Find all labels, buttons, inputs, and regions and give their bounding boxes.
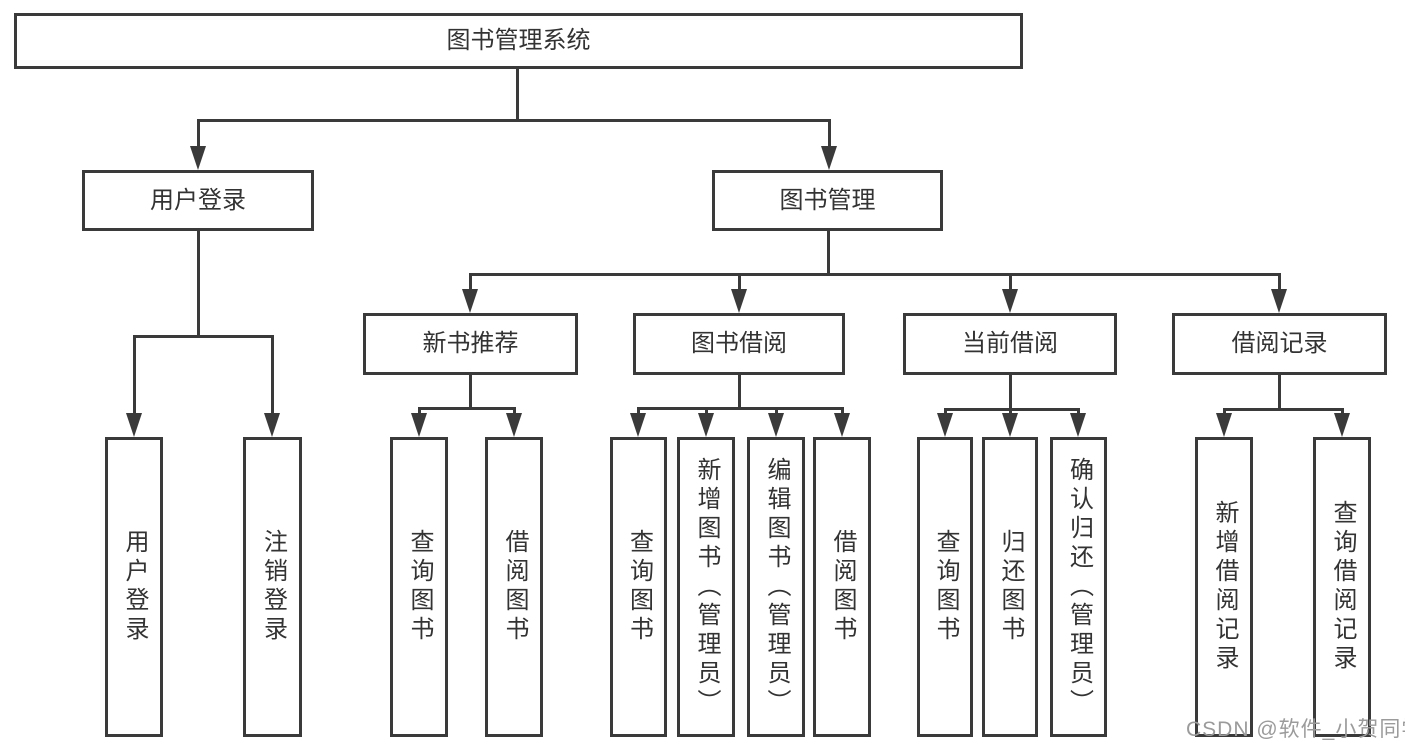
connector-line	[197, 231, 200, 335]
connector-line	[705, 407, 708, 413]
node-root: 图书管理系统	[14, 13, 1023, 69]
connector-line	[1278, 273, 1281, 289]
leaf-user-login-action-label: 用户登录	[121, 529, 148, 645]
connector-line	[944, 408, 947, 413]
connector-line	[637, 407, 640, 413]
connector-line	[827, 231, 830, 273]
leaf-user-login-action: 用户登录	[105, 437, 163, 737]
node-user-login: 用户登录	[82, 170, 314, 231]
connector-line	[1223, 408, 1344, 411]
arrow-down-icon	[506, 413, 522, 437]
arrow-down-icon	[1216, 413, 1232, 437]
connector-line	[271, 335, 274, 413]
node-new-book-recommend: 新书推荐	[363, 313, 578, 375]
leaf-rec-borrow-books: 借阅图书	[485, 437, 543, 737]
connector-line	[418, 407, 516, 410]
leaf-rec-query-books: 查询图书	[390, 437, 448, 737]
connector-line	[1009, 408, 1012, 413]
watermark: CSDN @软件_小贺同学	[1186, 718, 1405, 741]
leaf-borrow-query-books: 查询图书	[610, 437, 667, 737]
leaf-add-books-admin: 新增图书（管理员）	[677, 437, 735, 737]
node-root-label: 图书管理系统	[446, 27, 591, 54]
leaf-return-books-label: 归还图书	[997, 529, 1024, 645]
connector-line	[197, 119, 200, 146]
connector-line	[1223, 408, 1226, 413]
node-book-borrow: 图书借阅	[633, 313, 845, 375]
leaf-rec-borrow-books-label: 借阅图书	[501, 529, 528, 645]
leaf-confirm-return-admin-label: 确认归还（管理员）	[1065, 456, 1093, 718]
connector-line	[1341, 408, 1344, 413]
leaf-return-books: 归还图书	[982, 437, 1038, 737]
node-borrow-records-label: 借阅记录	[1231, 330, 1328, 357]
leaf-add-books-admin-label: 新增图书（管理员）	[693, 456, 720, 718]
leaf-borrow-query-books-label: 查询图书	[625, 529, 653, 645]
connector-line	[469, 273, 472, 289]
connector-line	[197, 119, 831, 122]
arrow-down-icon	[834, 413, 850, 437]
arrow-down-icon	[698, 413, 714, 437]
connector-line	[944, 408, 1080, 411]
arrow-down-icon	[264, 413, 280, 437]
node-new-book-recommend-label: 新书推荐	[422, 330, 519, 357]
connector-line	[775, 407, 778, 413]
leaf-current-query-books-label: 查询图书	[932, 529, 959, 645]
arrow-down-icon	[731, 289, 747, 313]
node-book-borrow-label: 图书借阅	[691, 330, 787, 357]
leaf-query-borrow-record-label: 查询借阅记录	[1329, 500, 1356, 674]
leaf-edit-books-admin: 编辑图书（管理员）	[747, 437, 805, 737]
arrow-down-icon	[1271, 289, 1287, 313]
connector-line	[828, 119, 831, 146]
leaf-confirm-return-admin: 确认归还（管理员）	[1050, 437, 1107, 737]
connector-line	[841, 407, 844, 413]
arrow-down-icon	[937, 413, 953, 437]
connector-line	[738, 375, 741, 407]
arrow-down-icon	[821, 146, 837, 170]
connector-line	[738, 273, 741, 289]
arrow-down-icon	[1002, 289, 1018, 313]
connector-line	[133, 335, 274, 338]
connector-line	[469, 273, 1281, 276]
leaf-logout-label: 注销登录	[259, 529, 287, 645]
node-current-borrow-label: 当前借阅	[962, 330, 1058, 357]
leaf-add-borrow-record-label: 新增借阅记录	[1211, 500, 1238, 674]
arrow-down-icon	[462, 289, 478, 313]
leaf-current-query-books: 查询图书	[917, 437, 973, 737]
connector-line	[1278, 375, 1281, 408]
arrow-down-icon	[1002, 413, 1018, 437]
leaf-logout: 注销登录	[243, 437, 302, 737]
leaf-borrow-books-label: 借阅图书	[829, 529, 856, 645]
leaf-rec-query-books-label: 查询图书	[406, 529, 433, 645]
connector-line	[469, 375, 472, 407]
connector-line	[516, 69, 519, 119]
arrow-down-icon	[190, 146, 206, 170]
connector-line	[1009, 273, 1012, 289]
arrow-down-icon	[411, 413, 427, 437]
arrow-down-icon	[630, 413, 646, 437]
leaf-add-borrow-record: 新增借阅记录	[1195, 437, 1253, 737]
node-borrow-records: 借阅记录	[1172, 313, 1387, 375]
arrow-down-icon	[768, 413, 784, 437]
connector-line	[513, 407, 516, 413]
leaf-edit-books-admin-label: 编辑图书（管理员）	[763, 456, 790, 718]
connector-line	[1009, 375, 1012, 408]
arrow-down-icon	[126, 413, 142, 437]
connector-line	[637, 407, 844, 410]
connector-line	[1077, 408, 1080, 413]
node-user-login-label: 用户登录	[150, 186, 246, 214]
connector-line	[418, 407, 421, 413]
node-current-borrow: 当前借阅	[903, 313, 1117, 375]
connector-line	[133, 335, 136, 413]
node-book-management: 图书管理	[712, 170, 943, 231]
leaf-query-borrow-record: 查询借阅记录	[1313, 437, 1371, 737]
node-book-management-label: 图书管理	[779, 186, 876, 214]
leaf-borrow-books: 借阅图书	[813, 437, 871, 737]
arrow-down-icon	[1334, 413, 1350, 437]
arrow-down-icon	[1070, 413, 1086, 437]
